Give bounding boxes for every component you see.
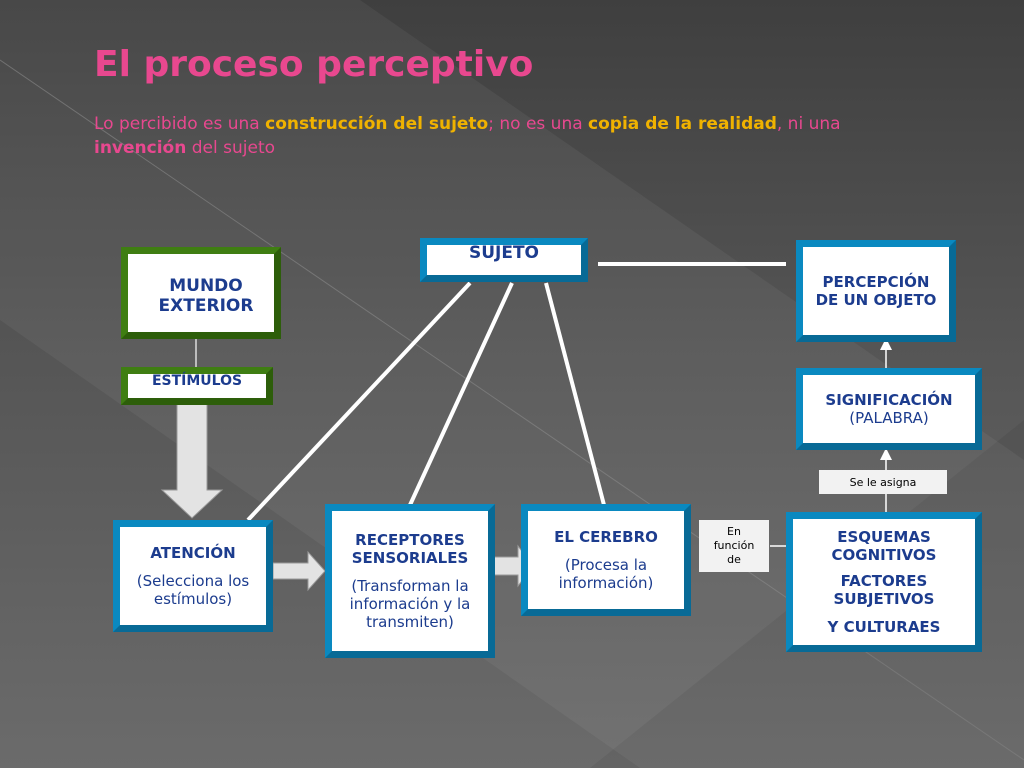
box-estimulos: ESTÍMULOS [121,367,273,405]
box-atencion: ATENCIÓN (Selecciona los estímulos) [113,520,273,632]
arrow-atencion-receptores [272,550,326,592]
label-en-funcion: En función de [699,520,769,572]
estimulos-label: ESTÍMULOS [151,373,243,389]
label-se-le-asigna: Se le asigna [819,470,947,494]
subtitle-text-2: ; no es una [488,114,589,134]
connector-sujeto-atencion [246,281,472,522]
box-significacion: SIGNIFICACIÓN (PALABRA) [796,368,982,450]
esquemas-line1: ESQUEMAS COGNITIVOS [831,528,937,564]
significacion-detail: (PALABRA) [849,409,929,427]
receptores-detail: (Transforman la información y la transmi… [349,577,471,631]
box-percepcion: PERCEPCIÓN DE UN OBJETO [796,240,956,342]
box-sujeto: SUJETO [420,238,588,282]
box-cerebro: EL CEREBRO (Procesa la información) [521,504,691,616]
atencion-title: ATENCIÓN [150,544,236,562]
connector-sujeto-receptores [408,282,514,506]
atencion-detail: (Selecciona los estímulos) [136,572,250,608]
cerebro-detail: (Procesa la información) [558,556,654,592]
slide-title: El proceso perceptivo [94,44,534,85]
esquemas-line3: Y CULTURAES [827,618,941,636]
subtitle-highlight-invencion: invención [94,138,187,158]
significacion-title: SIGNIFICACIÓN [825,391,953,409]
receptores-title: RECEPTORES SENSORIALES [351,531,469,567]
box-receptores: RECEPTORES SENSORIALES (Transforman la i… [325,504,495,658]
connector-sujeto-cerebro [544,282,606,506]
box-mundo-exterior: MUNDO EXTERIOR [121,247,281,339]
down-arrow [160,400,224,519]
subtitle-text-3: , ni una [776,114,841,134]
subtitle-text-1: Lo percibido es una [94,114,266,134]
subtitle-highlight-copia: copia de la realidad [588,114,777,134]
sujeto-label: SUJETO [468,243,540,263]
percepcion-label: PERCEPCIÓN DE UN OBJETO [815,273,937,309]
cerebro-title: EL CEREBRO [554,528,658,546]
subtitle-text-4: del sujeto [186,138,276,158]
mundo-exterior-label: MUNDO EXTERIOR [158,276,254,316]
slide-subtitle: Lo percibido es una construcción del suj… [94,112,934,160]
subtitle-highlight-construccion: construcción del sujeto [265,114,489,134]
esquemas-line2: FACTORES SUBJETIVOS [833,572,935,608]
box-esquemas: ESQUEMAS COGNITIVOS FACTORES SUBJETIVOS … [786,512,982,652]
